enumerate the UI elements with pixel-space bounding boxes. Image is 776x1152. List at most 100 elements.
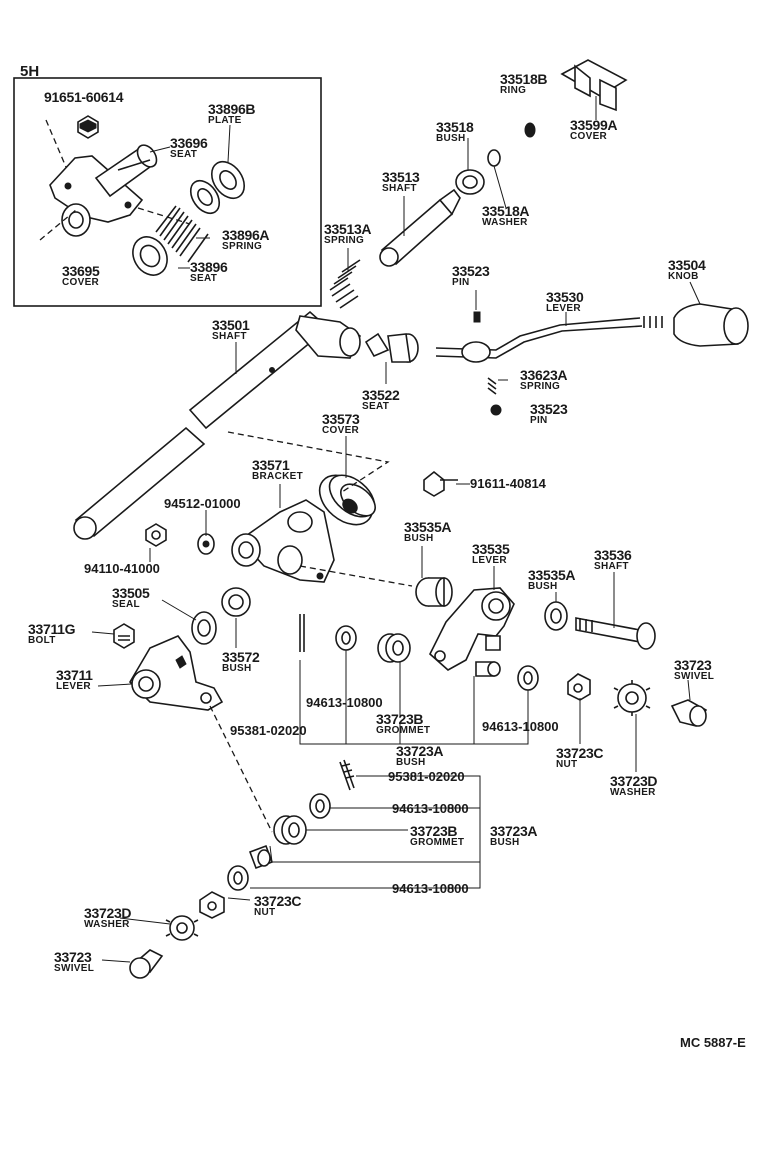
swivel-33723-left-icon xyxy=(129,949,164,979)
bush-33535a-right-icon xyxy=(544,601,568,631)
shaft-33536-icon xyxy=(575,617,656,650)
inset-cover-icon xyxy=(49,155,144,237)
bolt-33711g-icon xyxy=(113,623,135,649)
label-95381-02020-a: 95381-02020 xyxy=(230,723,307,738)
reference-code: MC 5887-E xyxy=(680,1035,746,1050)
label-94613-10800-a: 94613-10800 xyxy=(306,695,383,710)
washer-94613-c-icon xyxy=(309,793,331,819)
cover-33599a-icon xyxy=(560,59,628,112)
label-94110-41000: 94110-41000 xyxy=(84,561,160,576)
washer-33723d-left-icon xyxy=(165,915,199,941)
label-91611-40814: 91611-40814 xyxy=(470,476,546,491)
washer-94613-b-icon xyxy=(517,665,539,691)
bush-33518-icon xyxy=(455,169,485,195)
swivel-33723-right-icon xyxy=(670,699,708,727)
bush-33572-icon xyxy=(221,587,251,617)
inset-lower-seat-icon xyxy=(132,236,168,276)
pin-95381-02020-a-icon xyxy=(299,614,305,652)
nut-33723c-right-icon xyxy=(567,673,591,701)
inset-spring-icon xyxy=(155,205,209,263)
pin-33523-top-icon xyxy=(473,311,481,323)
lever-33711-icon xyxy=(128,635,224,711)
bush-33723a-b-icon xyxy=(248,844,274,870)
label-94613-10800-b: 94613-10800 xyxy=(482,719,559,734)
inset-upper-seat-icon xyxy=(189,179,221,215)
nut-33723c-left-icon xyxy=(199,891,225,919)
pin-95381-02020-b-icon xyxy=(339,759,355,791)
grommet-33723b-a-icon xyxy=(377,633,411,663)
knob-33504-icon xyxy=(673,303,749,347)
ring-33518b-icon xyxy=(524,122,536,138)
spring-33513a-icon xyxy=(329,259,361,309)
washer-94613-a-icon xyxy=(335,625,357,651)
bracket-33571-icon xyxy=(231,499,335,583)
pin-33523-low-icon xyxy=(490,404,502,416)
seal-33505-icon xyxy=(191,611,217,645)
washer-33723d-right-icon xyxy=(613,680,651,716)
washer-94613-d-icon xyxy=(227,865,249,891)
inset-bolt-icon xyxy=(77,115,99,139)
inset-seat-icon xyxy=(94,144,158,198)
spring-33623a-icon xyxy=(487,377,497,395)
inset-title: 5H xyxy=(20,63,40,80)
grommet-33723b-b-icon xyxy=(273,815,307,845)
label-94613-10800-c: 94613-10800 xyxy=(392,801,469,816)
nut-94110-41000-icon xyxy=(145,523,167,547)
cover-33573-icon xyxy=(318,474,376,526)
label-94613-10800-d: 94613-10800 xyxy=(392,881,469,896)
label-91651-60614: 91651-60614 xyxy=(44,89,124,105)
bush-33723a-a-icon xyxy=(475,661,501,677)
washer-33518a-icon xyxy=(487,149,501,167)
inset-plate-icon xyxy=(210,160,246,200)
lever-33535-icon xyxy=(429,587,515,671)
lever-33530-icon xyxy=(435,316,663,363)
label-94512-01000: 94512-01000 xyxy=(164,496,241,511)
shaft-33501-icon xyxy=(73,310,362,540)
bolt-91611-40814-icon xyxy=(423,470,458,497)
seat-33522-icon xyxy=(364,332,419,363)
inset-frame xyxy=(13,77,322,307)
shaft-33513-icon xyxy=(379,188,461,267)
label-95381-02020-b: 95381-02020 xyxy=(388,769,465,784)
